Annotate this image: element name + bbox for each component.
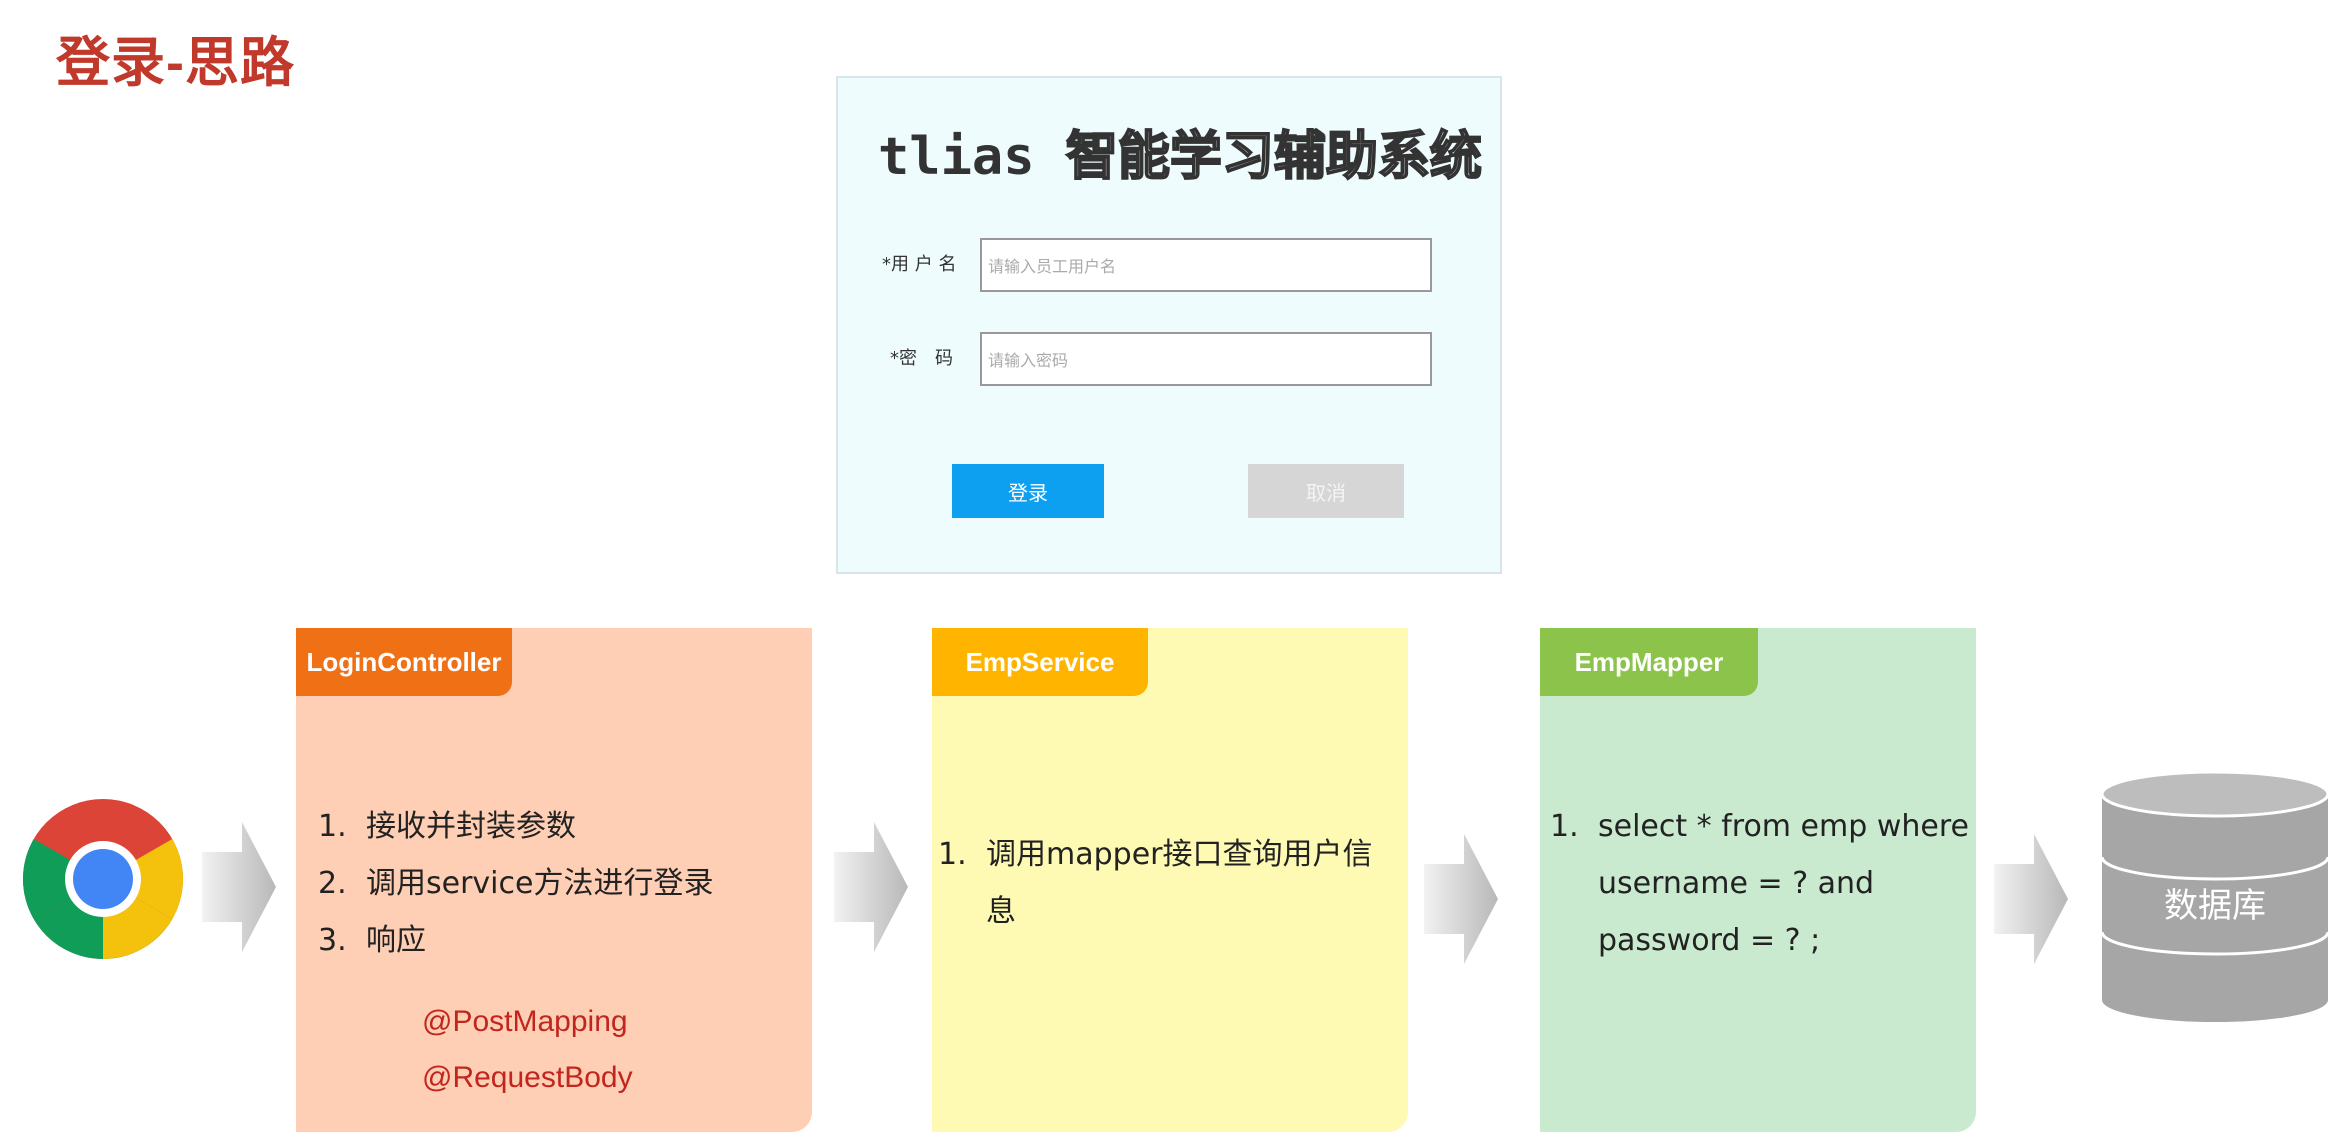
app-title-suffix: 智能学习辅助系统 [1065,126,1483,188]
mapper-step-list: 1.select * from emp where username = ? a… [1550,798,1970,969]
service-layer-box: EmpService 1.调用mapper接口查询用户信息 [932,628,1408,1132]
arrow-right-icon [1994,834,2068,964]
username-input[interactable]: 请输入员工用户名 [980,238,1432,292]
arrow-right-icon [202,822,276,952]
annotation-postmapping: @PostMapping [422,1005,628,1038]
app-title-prefix: tlias [878,127,1035,187]
arrow-right-icon [1424,834,1498,964]
database: 数据库 [2100,772,2330,1024]
mapper-layer-tag: EmpMapper [1540,628,1758,696]
password-placeholder: 请输入密码 [988,351,1069,370]
app-title: tlias 智能学习辅助系统 [878,114,1483,189]
slide-title: 登录-思路 [56,33,295,93]
cancel-button[interactable]: 取消 [1248,464,1404,518]
controller-step-list: 1.接收并封装参数 2.调用service方法进行登录 3.响应 [318,798,798,969]
username-placeholder: 请输入员工用户名 [988,257,1117,276]
annotation-requestbody: @RequestBody [422,1061,633,1094]
list-item: 1.select * from emp where username = ? a… [1550,809,1969,958]
password-label: *密 码 [890,348,953,369]
chrome-browser-icon [22,799,184,960]
controller-annotations: @PostMapping @RequestBody [422,994,633,1106]
list-item: 3.响应 [318,923,426,958]
login-button[interactable]: 登录 [952,464,1104,518]
list-item: 1.接收并封装参数 [318,809,576,844]
username-label: *用 户 名 [882,254,957,275]
controller-layer-box: LoginController 1.接收并封装参数 2.调用service方法进… [296,628,812,1132]
list-item: 2.调用service方法进行登录 [318,866,714,901]
arrow-right-icon [834,822,908,952]
service-step-list: 1.调用mapper接口查询用户信息 [938,826,1390,940]
controller-layer-tag: LoginController [296,628,512,696]
mapper-layer-box: EmpMapper 1.select * from emp where user… [1540,628,1976,1132]
service-layer-tag: EmpService [932,628,1148,696]
login-panel: tlias 智能学习辅助系统 *用 户 名 请输入员工用户名 *密 码 请输入密… [836,76,1502,574]
database-icon [2100,772,2330,1022]
password-input[interactable]: 请输入密码 [980,332,1432,386]
database-label: 数据库 [2164,886,2266,926]
list-item: 1.调用mapper接口查询用户信息 [938,837,1373,929]
